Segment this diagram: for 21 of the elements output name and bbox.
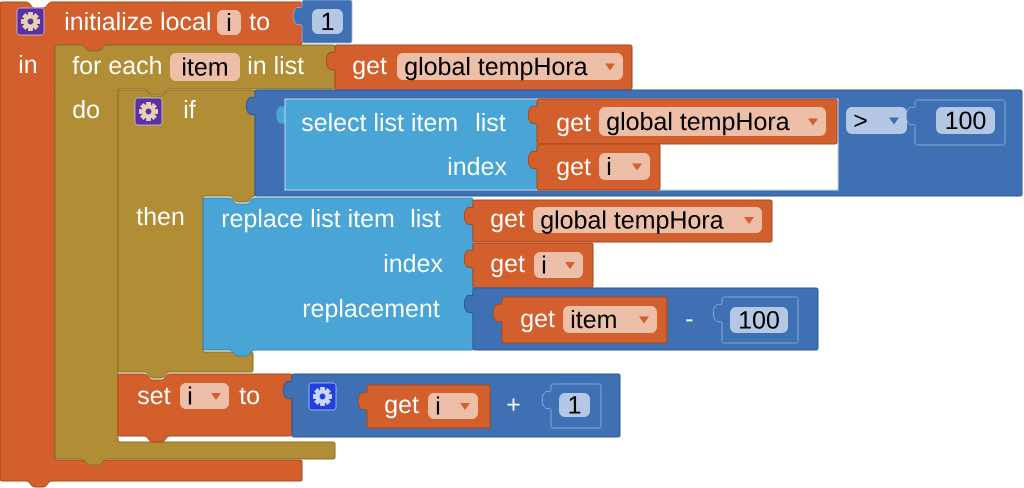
dropdown-field: item	[563, 306, 657, 333]
number-block: 1	[541, 383, 602, 429]
name-field: item	[170, 53, 240, 81]
node-label: initialize local	[65, 11, 210, 31]
dropdown-field: >	[846, 107, 907, 134]
number-block: 100	[905, 99, 1006, 146]
node-label: in	[19, 54, 37, 73]
node-label: then	[136, 206, 184, 226]
dropdown-field: i	[534, 252, 583, 278]
number-block: 1	[292, 0, 353, 44]
dropdown-field: i	[599, 153, 650, 180]
node-label: to	[249, 13, 270, 31]
dropdown-field: i	[428, 393, 478, 419]
name-field: i	[217, 10, 241, 35]
dropdown-field: global tempHora	[533, 207, 762, 234]
node-label: if	[184, 99, 196, 118]
dropdown-field: global tempHora	[397, 53, 623, 81]
list-block: replace list item list index replacement	[202, 197, 474, 357]
dropdown-field: i	[180, 383, 229, 409]
number-block: 100	[712, 296, 799, 344]
dropdown-field: global tempHora	[599, 107, 826, 136]
